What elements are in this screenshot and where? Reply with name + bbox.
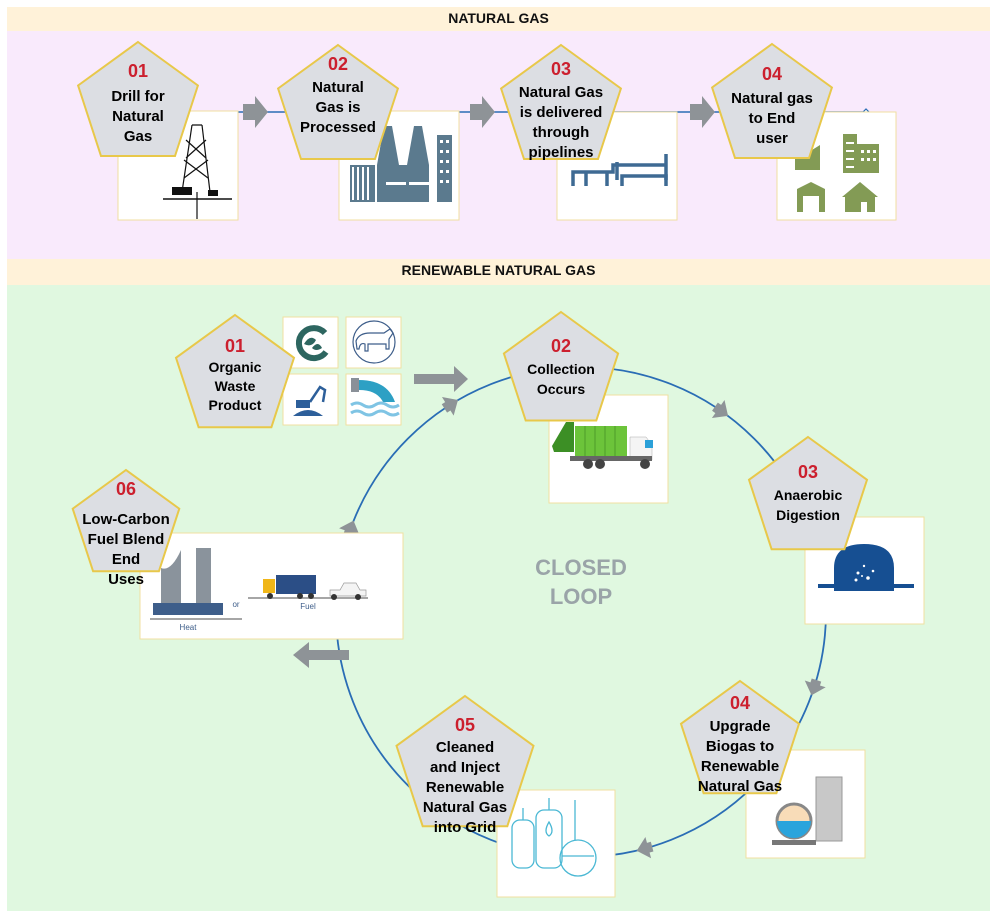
step-label-line: Cleaned bbox=[436, 739, 494, 756]
step-number: 06 bbox=[116, 479, 136, 499]
step-label-line: into Grid bbox=[434, 819, 497, 836]
pentagon-shape bbox=[502, 310, 620, 422]
excavator-icon bbox=[282, 373, 339, 426]
step-label-line: Digestion bbox=[776, 507, 840, 523]
pentagon-shape bbox=[76, 40, 200, 157]
step-number: 03 bbox=[551, 59, 571, 79]
pentagon-shape bbox=[747, 435, 869, 551]
pentagon-shape bbox=[710, 42, 834, 159]
step-label-line: through bbox=[533, 124, 590, 141]
pentagon-shape bbox=[71, 468, 181, 573]
step-label-line: Natural gas bbox=[731, 90, 813, 107]
rng-arrow-into-loop bbox=[414, 366, 468, 392]
step-label-line: Low-Carbon bbox=[82, 511, 170, 528]
natural-gas-title: NATURAL GAS bbox=[7, 7, 990, 31]
step-label-line: Occurs bbox=[537, 381, 585, 397]
step-label-line: Natural Gas bbox=[423, 799, 507, 816]
loop-arrow-3 bbox=[636, 837, 654, 859]
organic-waste-images bbox=[282, 316, 402, 426]
closed-loop-label-1: CLOSED bbox=[535, 555, 627, 580]
cow-icon bbox=[345, 316, 402, 369]
step-label-line: Renewable bbox=[701, 758, 779, 775]
step-label-line: Gas is bbox=[315, 99, 360, 116]
pentagon-shape bbox=[174, 313, 296, 429]
step-label-line: Anaerobic bbox=[774, 487, 843, 503]
gas-tanks-icon bbox=[496, 789, 616, 898]
outflow-pipe-icon bbox=[345, 373, 402, 426]
step-label-line: Product bbox=[209, 397, 262, 413]
step-label-line: Processed bbox=[300, 119, 376, 136]
pentagon-shape bbox=[276, 43, 400, 160]
loop-arrow-6 bbox=[441, 396, 458, 416]
ng-arrow-1 bbox=[243, 96, 268, 128]
heat-caption: Heat bbox=[180, 623, 198, 632]
step-label-line: Organic bbox=[209, 359, 262, 375]
step-label-line: Upgrade bbox=[710, 718, 771, 735]
heat-or-fuel-icon: Heat or Fuel bbox=[139, 532, 404, 640]
pentagon-shape bbox=[395, 694, 535, 828]
ng-arrow-2 bbox=[470, 96, 495, 128]
step-number: 01 bbox=[225, 336, 245, 356]
step-number: 04 bbox=[730, 693, 750, 713]
step-label-line: Drill for bbox=[111, 88, 164, 105]
step-label-line: user bbox=[756, 130, 788, 147]
step-label-line: Gas bbox=[124, 128, 152, 145]
step-number: 02 bbox=[328, 54, 348, 74]
step-label-line: and Inject bbox=[430, 759, 500, 776]
loop-arrow-2 bbox=[804, 678, 826, 696]
pentagon-shape bbox=[679, 679, 801, 795]
loop-arrow-1 bbox=[711, 399, 729, 419]
step-label-line: Natural Gas bbox=[519, 84, 603, 101]
step-label-line: to End bbox=[749, 110, 796, 127]
step-label-line: Natural bbox=[112, 108, 164, 125]
step-label-line: Renewable bbox=[426, 779, 504, 796]
step-label-line: pipelines bbox=[528, 144, 593, 161]
step-number: 02 bbox=[551, 336, 571, 356]
step-label-line: Waste bbox=[215, 378, 256, 394]
step-label-line: is delivered bbox=[520, 104, 603, 121]
ng-arrow-3 bbox=[690, 96, 715, 128]
step-number: 04 bbox=[762, 64, 782, 84]
closed-loop-label-2: LOOP bbox=[550, 584, 612, 609]
step-label-line: Fuel Blend bbox=[88, 531, 165, 548]
upgrading-plant-icon bbox=[745, 749, 866, 859]
step-label-line: Biogas to bbox=[706, 738, 774, 755]
step-number: 05 bbox=[455, 715, 475, 735]
renewable-natural-gas-title: RENEWABLE NATURAL GAS bbox=[7, 259, 990, 285]
step-label-line: Natural Gas bbox=[698, 778, 782, 795]
or-caption: or bbox=[232, 600, 239, 609]
step-label-line: Natural bbox=[312, 79, 364, 96]
step-label-line: End bbox=[112, 551, 140, 568]
step-number: 01 bbox=[128, 61, 148, 81]
step-label-line: Uses bbox=[108, 571, 144, 588]
pentagon-shape bbox=[499, 43, 623, 160]
step-label-line: Collection bbox=[527, 361, 595, 377]
rng-arrow-to-uses bbox=[293, 642, 349, 668]
step-number: 03 bbox=[798, 462, 818, 482]
fuel-caption: Fuel bbox=[300, 602, 316, 611]
